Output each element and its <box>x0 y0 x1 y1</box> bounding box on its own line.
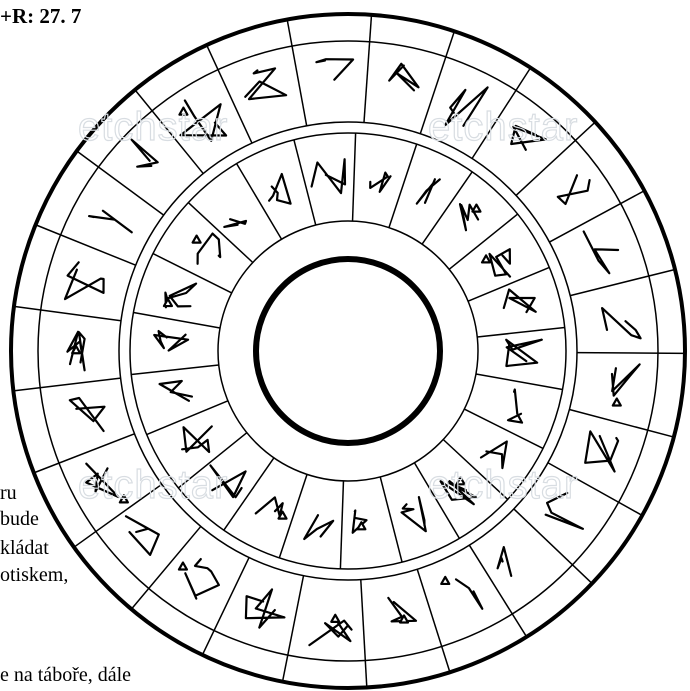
left-text-line-3: kládat <box>0 537 49 560</box>
left-text-line-2: bude <box>0 508 39 531</box>
watermark-bottom-right: etchstar <box>428 463 578 507</box>
center-ring <box>256 259 440 443</box>
watermark-bottom-left: etchstar <box>78 463 228 507</box>
left-text-line-5: e na táboře, dále <box>0 664 131 687</box>
outer-divider <box>577 353 685 354</box>
watermark-top-left: etchstar <box>78 105 228 149</box>
header-text: +R: 27. 7 <box>0 4 81 29</box>
left-text-line-1: ru <box>0 482 17 505</box>
left-text-line-4: otiskem, <box>0 564 68 587</box>
watermark-top-right: etchstar <box>428 105 578 149</box>
